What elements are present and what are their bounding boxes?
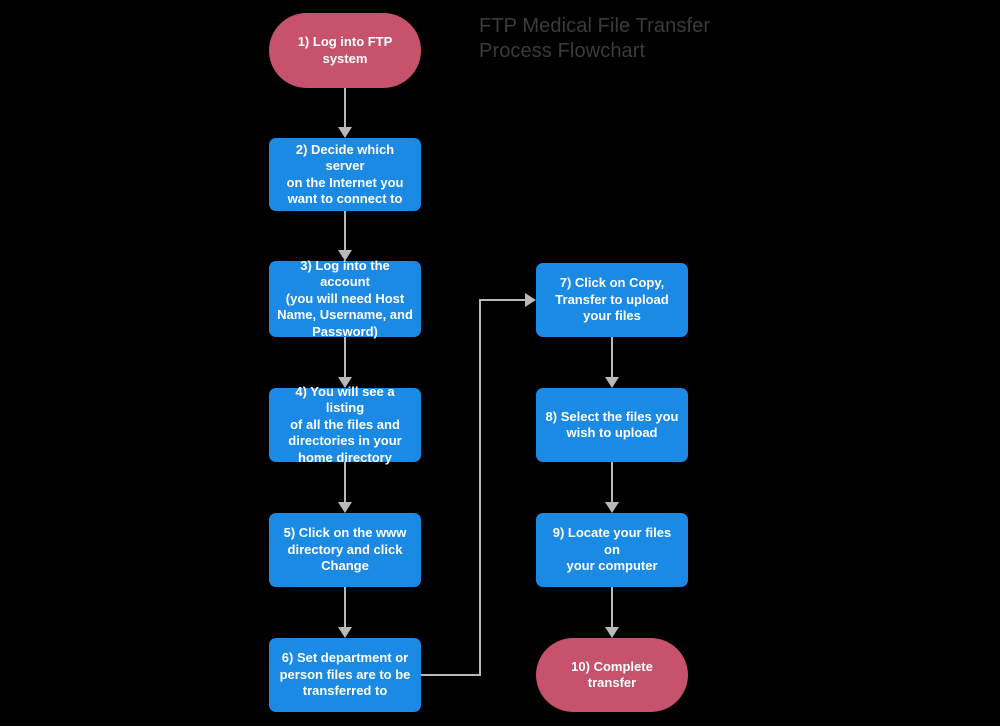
connector-n4-n5-line xyxy=(344,462,346,502)
connector-n6-n7-segment-up xyxy=(479,299,481,675)
connector-n3-n4-arrowhead xyxy=(338,377,352,388)
flow-node-6-set-department[interactable]: 6) Set department or person files are to… xyxy=(269,638,421,712)
flow-node-8-select-files[interactable]: 8) Select the files you wish to upload xyxy=(536,388,688,462)
connector-n6-n7-segment-right xyxy=(421,674,481,676)
connector-n8-n9-line xyxy=(611,462,613,502)
flow-node-1-label: 1) Log into FTP system xyxy=(297,34,393,66)
connector-n5-n6-arrowhead xyxy=(338,627,352,638)
connector-n2-n3-line xyxy=(344,211,346,250)
flow-node-5-label: 5) Click on the www directory and click … xyxy=(283,525,407,574)
flow-node-3-label: 3) Log into the account (you will need H… xyxy=(277,257,413,339)
connector-n7-n8-line xyxy=(611,337,613,377)
page-title: FTP Medical File Transfer Process Flowch… xyxy=(479,15,711,62)
flow-node-2-label: 2) Decide which server on the Internet y… xyxy=(286,141,404,207)
connector-n6-n7-segment-into-node xyxy=(479,299,526,301)
connector-n2-n3-arrowhead xyxy=(338,250,352,261)
flow-node-8-label: 8) Select the files you wish to upload xyxy=(545,408,679,441)
flow-node-9-label: 9) Locate your files on your computer xyxy=(552,525,672,574)
flow-node-2-decide-server[interactable]: 2) Decide which server on the Internet y… xyxy=(269,138,421,211)
flow-node-3-log-into-account[interactable]: 3) Log into the account (you will need H… xyxy=(269,258,421,339)
flow-node-9-locate-files[interactable]: 9) Locate your files on your computer xyxy=(536,513,688,587)
flow-node-10-complete-transfer[interactable]: 10) Complete transfer xyxy=(536,638,688,712)
flow-node-7-click-copy-transfer[interactable]: 7) Click on Copy, Transfer to upload you… xyxy=(536,263,688,337)
flow-node-4-label: 4) You will see a listing of all the fil… xyxy=(288,383,402,465)
connector-n4-n5-arrowhead xyxy=(338,502,352,513)
flow-node-5-click-www-directory[interactable]: 5) Click on the www directory and click … xyxy=(269,513,421,587)
connector-n9-n10-line xyxy=(611,587,613,627)
connector-n1-n2-arrowhead xyxy=(338,127,352,138)
flow-node-1-log-into-ftp-system[interactable]: 1) Log into FTP system xyxy=(269,13,421,88)
connector-n8-n9-arrowhead xyxy=(605,502,619,513)
connector-n3-n4-line xyxy=(344,337,346,377)
connector-n1-n2-line xyxy=(344,88,346,127)
connector-n7-n8-arrowhead xyxy=(605,377,619,388)
flow-node-10-label: 10) Complete transfer xyxy=(571,658,653,691)
flow-node-6-label: 6) Set department or person files are to… xyxy=(279,650,411,699)
flow-node-4-see-file-listing[interactable]: 4) You will see a listing of all the fil… xyxy=(269,384,421,465)
connector-n6-n7-arrowhead xyxy=(525,293,536,307)
connector-n5-n6-line xyxy=(344,587,346,627)
flow-node-7-label: 7) Click on Copy, Transfer to upload you… xyxy=(555,275,669,324)
connector-n9-n10-arrowhead xyxy=(605,627,619,638)
